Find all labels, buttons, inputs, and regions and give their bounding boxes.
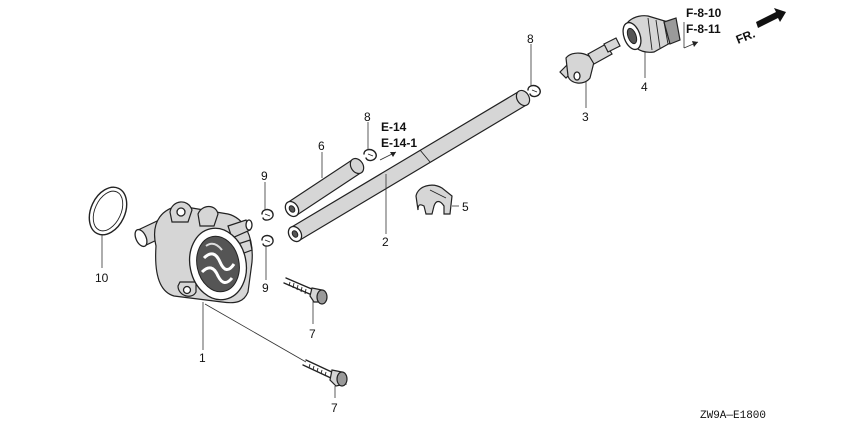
part-label-4: 4 [641, 80, 648, 94]
hose-holder [415, 184, 453, 215]
check-nipple [559, 37, 621, 84]
front-arrow-icon [756, 8, 786, 28]
bolt-lower [302, 359, 348, 387]
clip-8b [527, 84, 541, 98]
part-label-7b: 7 [331, 401, 338, 415]
part-label-6: 6 [318, 139, 325, 153]
part-label-9a: 9 [261, 169, 268, 183]
pump-housing [134, 201, 253, 304]
indicator-fitting [622, 15, 681, 53]
o-ring [88, 186, 128, 236]
front-label: FR. [734, 27, 757, 47]
short-hose [284, 157, 365, 218]
diagram-code: ZW9A—E1800 [700, 410, 766, 422]
part-label-9b: 9 [262, 281, 269, 295]
ref-e14-1: E-14-1 [381, 136, 417, 150]
long-hose [287, 89, 531, 243]
ref-f8-11: F-8-11 [686, 22, 721, 36]
clip-8a [363, 148, 377, 162]
leader-lines [101, 22, 699, 398]
ref-e14: E-14 [381, 120, 407, 134]
part-label-8b: 8 [527, 32, 534, 46]
part-label-3: 3 [582, 110, 589, 124]
clip-9b [261, 234, 274, 247]
part-label-1: 1 [199, 351, 206, 365]
ref-f8-10: F-8-10 [686, 6, 722, 20]
part-label-7a: 7 [309, 327, 316, 341]
part-label-8a: 8 [364, 110, 371, 124]
part-label-10: 10 [95, 271, 109, 285]
bolt-upper [283, 277, 328, 305]
clip-9a [261, 208, 274, 221]
part-label-5: 5 [462, 200, 469, 214]
part-label-2: 2 [382, 235, 389, 249]
